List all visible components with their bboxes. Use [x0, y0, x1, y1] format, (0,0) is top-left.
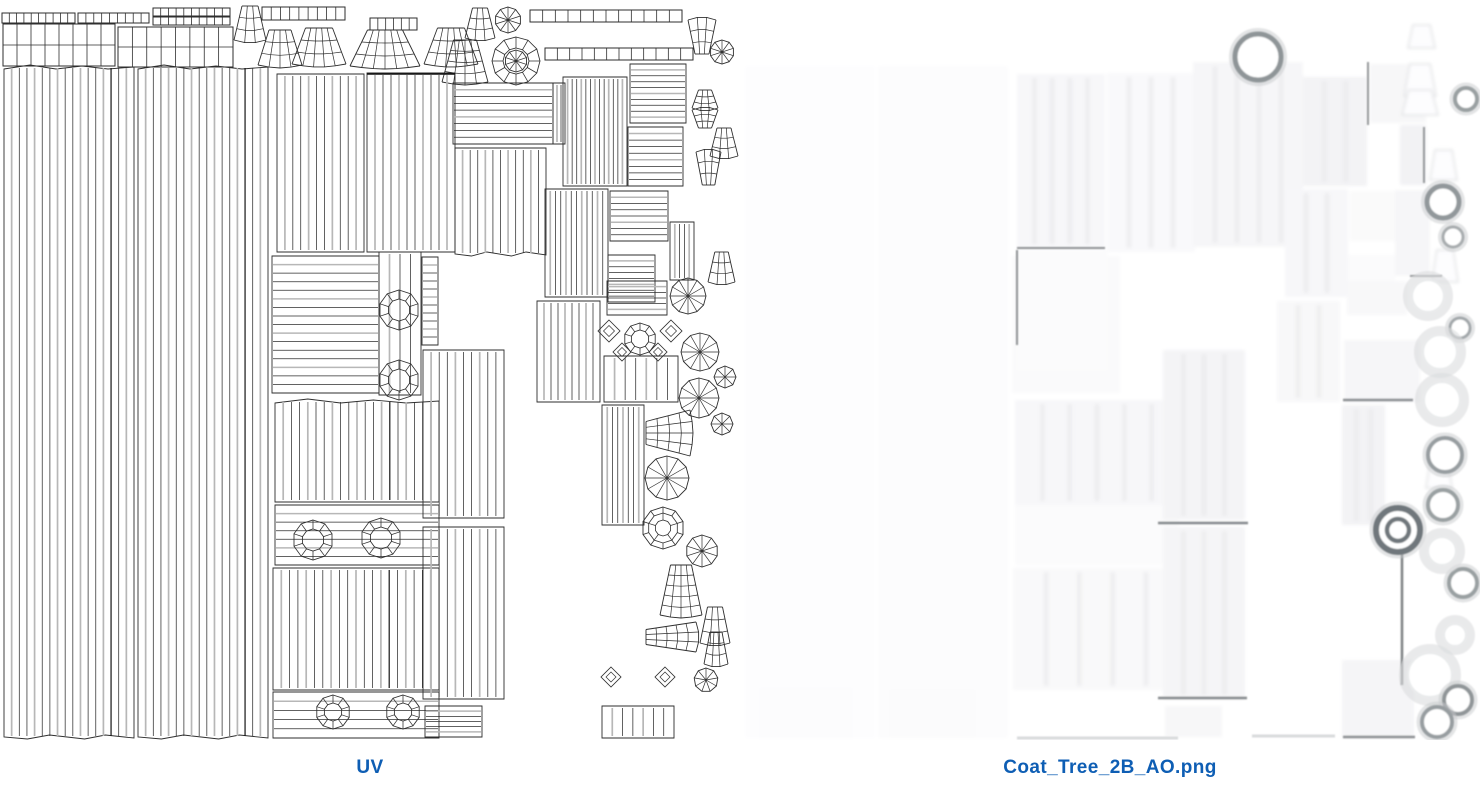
ao-texture-svg [740, 0, 1480, 740]
ao-caption: Coat_Tree_2B_AO.png [1003, 757, 1217, 778]
uv-caption: UV [356, 757, 384, 778]
uv-map-figure [0, 0, 740, 740]
ao-map-figure [740, 0, 1480, 740]
uv-wireframe-svg [0, 0, 739, 740]
